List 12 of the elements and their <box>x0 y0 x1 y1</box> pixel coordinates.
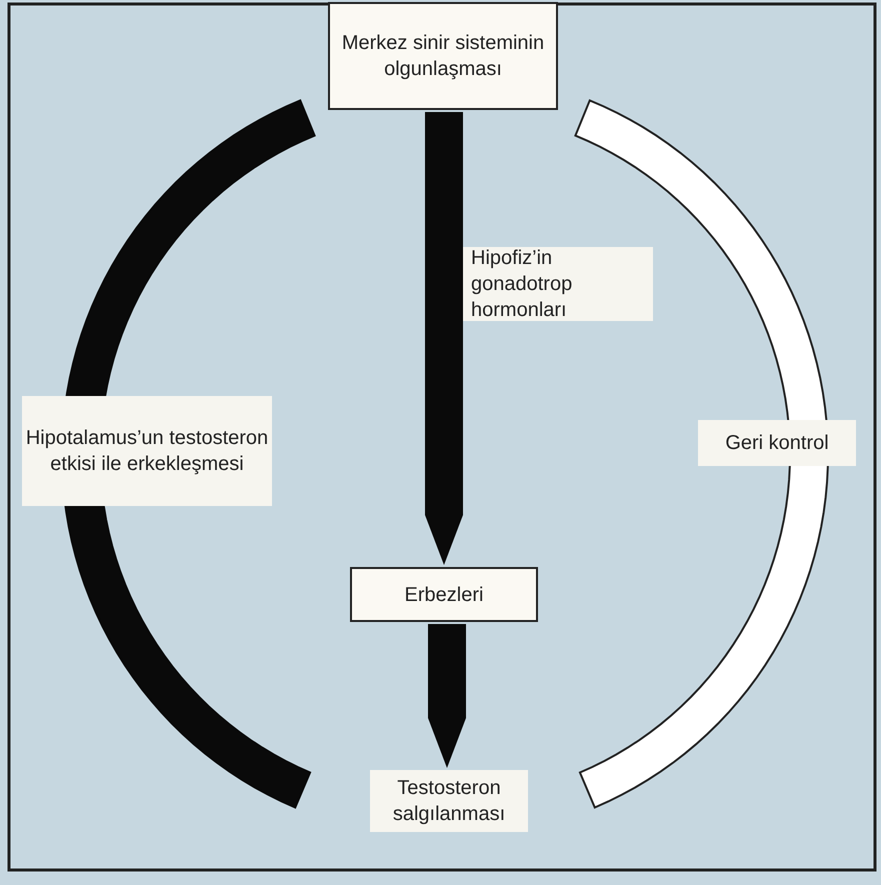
arrow <box>428 624 466 768</box>
process-box <box>350 567 538 622</box>
node-label: Erbezleri <box>404 582 484 608</box>
label-panel <box>370 770 528 832</box>
edge-label: Geri kontrol <box>698 420 856 466</box>
curved-arrow <box>574 99 829 809</box>
node-label: Merkez sinir sisteminin olgunlaşması <box>340 31 546 82</box>
arrow <box>425 112 463 565</box>
node-label: Testosteron salgılanması <box>392 776 506 827</box>
edge-label: Hipofiz’in gonadotrop hormonları <box>463 247 653 321</box>
process-box <box>328 2 558 110</box>
edge-label: Hipotalamus’un testosteron etkisi ile erkekleşmesi <box>22 396 272 506</box>
